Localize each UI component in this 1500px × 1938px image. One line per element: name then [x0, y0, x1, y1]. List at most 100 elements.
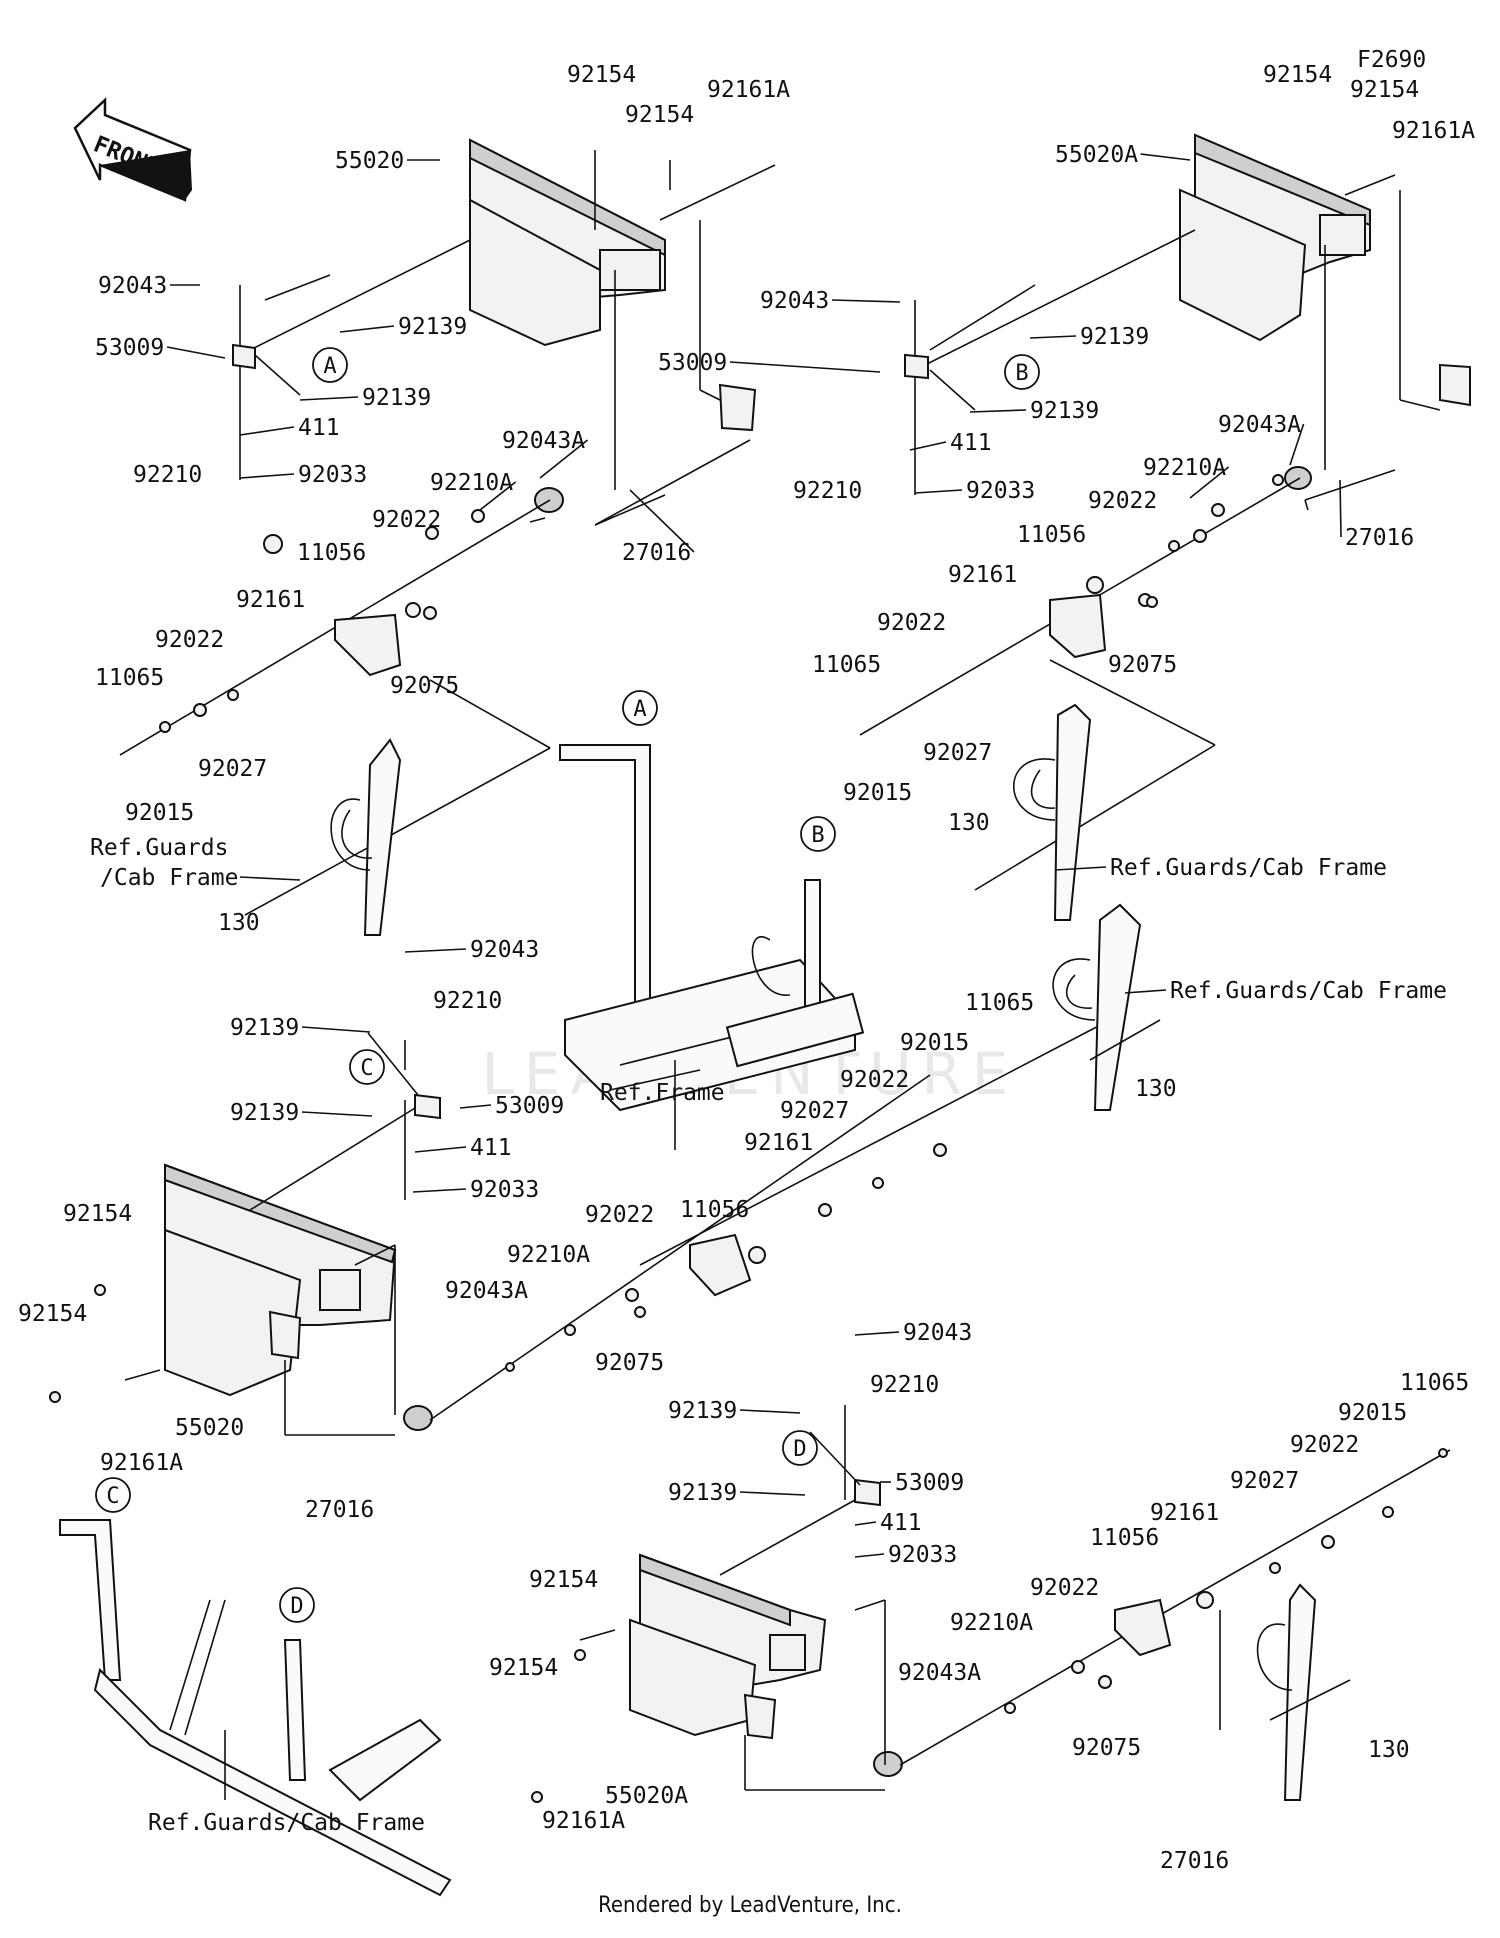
reference-marker-circle [1004, 354, 1040, 390]
part-number-label: 55020A [1055, 142, 1138, 168]
assembly-top-right [859, 133, 1471, 921]
leader-line [412, 1188, 467, 1193]
part-number-label: 92075 [390, 673, 459, 699]
part-number-label: 92210A [507, 1242, 590, 1268]
callout-labels: 921549215492161A550209204353009921399213… [18, 62, 1475, 1874]
leader-line [729, 361, 881, 373]
leader-line [339, 325, 395, 333]
part-number-label: 92154 [1350, 77, 1419, 103]
part-number-label: 92043A [502, 428, 585, 454]
part-number-label: 92154 [529, 1567, 598, 1593]
part-number-label: 92161A [707, 77, 790, 103]
leader-line [854, 1553, 885, 1558]
part-number-label: 411 [298, 415, 340, 441]
part-number-label: 92015 [843, 780, 912, 806]
leader-line [1339, 479, 1342, 538]
part-number-label: 92210A [1143, 455, 1226, 481]
part-number-label: 92154 [63, 1201, 132, 1227]
part-number-label: 92210 [870, 1372, 939, 1398]
part-number-label: Ref.Frame [600, 1080, 725, 1106]
part-number-label: 92154 [567, 62, 636, 88]
guard-middle-right [1052, 903, 1161, 1111]
part-number-label: 92033 [888, 1542, 957, 1568]
reference-marker-label: B [811, 823, 824, 848]
part-number-label: Ref.Guards/Cab Frame [1110, 855, 1387, 881]
part-number-label: 92210 [133, 462, 202, 488]
leader-line [539, 439, 589, 479]
part-number-label: 11065 [95, 665, 164, 691]
part-number-label: 92043A [898, 1660, 981, 1686]
leader-line [1054, 866, 1107, 871]
part-number-label: 92139 [668, 1398, 737, 1424]
part-number-label: 92043 [903, 1320, 972, 1346]
part-number-label: 130 [1135, 1076, 1177, 1102]
part-number-label: 55020 [335, 148, 404, 174]
part-number-label: 92027 [1230, 1468, 1299, 1494]
part-number-label: 11056 [1017, 522, 1086, 548]
leader-line [739, 1491, 806, 1496]
reference-marker-label: A [323, 354, 336, 379]
part-number-label: 11065 [812, 652, 881, 678]
part-number-label: 92161 [236, 587, 305, 613]
part-number-label: 92043 [760, 288, 829, 314]
leader-line [629, 489, 695, 553]
part-number-label: 92139 [668, 1480, 737, 1506]
part-number-label: 92161 [744, 1130, 813, 1156]
part-number-label: 11065 [1400, 1370, 1469, 1396]
center-frame [559, 744, 865, 1150]
part-number-label: 92139 [398, 314, 467, 340]
part-number-label: 92161A [100, 1450, 183, 1476]
part-number-label: 11056 [680, 1197, 749, 1223]
part-number-label: 92210 [793, 478, 862, 504]
leader-line [909, 441, 947, 451]
leader-line [301, 1026, 371, 1033]
part-number-label: 92015 [125, 800, 194, 826]
part-number-label: Ref.Guards/Cab Frame [148, 1810, 425, 1836]
reference-marker-circle [800, 816, 836, 852]
part-number-label: 92075 [595, 1350, 664, 1376]
leader-line [1124, 989, 1167, 994]
leader-line [166, 346, 226, 359]
assembly-middle-left [49, 1019, 1111, 1436]
leader-line [1029, 335, 1077, 339]
leader-line [299, 396, 359, 401]
part-number-label: 92161A [1392, 118, 1475, 144]
part-number-label: 92139 [1080, 324, 1149, 350]
reference-marker-label: B [1015, 361, 1028, 386]
part-number-label: 92043 [98, 273, 167, 299]
reference-marker-label: A [633, 697, 646, 722]
reference-marker-label: D [793, 1437, 806, 1462]
leader-line [479, 481, 517, 511]
leader-line [831, 299, 901, 303]
part-number-label: 92154 [18, 1301, 87, 1327]
part-number-label: 55020A [605, 1783, 688, 1809]
part-number-label: 92075 [1108, 652, 1177, 678]
part-number-label: 92043 [470, 937, 539, 963]
part-number-label: 55020 [175, 1415, 244, 1441]
part-number-label: 11056 [297, 540, 366, 566]
part-number-label: 92139 [1030, 398, 1099, 424]
part-number-label: /Cab Frame [100, 865, 238, 891]
part-number-label: 411 [880, 1510, 922, 1536]
part-number-label: 130 [218, 910, 260, 936]
reference-marker-label: D [290, 1594, 303, 1619]
part-number-label: 11065 [965, 990, 1034, 1016]
leader-line [414, 1146, 467, 1153]
part-number-label: 92015 [1338, 1400, 1407, 1426]
part-number-label: 92139 [230, 1100, 299, 1126]
part-number-label: 11056 [1090, 1525, 1159, 1551]
part-number-label: 92161 [1150, 1500, 1219, 1526]
part-number-label: 92033 [298, 462, 367, 488]
reference-marker-circle [782, 1430, 818, 1466]
part-number-label: 27016 [1160, 1848, 1229, 1874]
part-number-label: 92027 [923, 740, 992, 766]
reference-marker-circle [622, 690, 658, 726]
reference-marker-circle [349, 1049, 385, 1085]
part-number-label: 92033 [966, 478, 1035, 504]
leader-line [914, 489, 963, 494]
part-number-label: 130 [1368, 1737, 1410, 1763]
part-number-label: 27016 [305, 1497, 374, 1523]
